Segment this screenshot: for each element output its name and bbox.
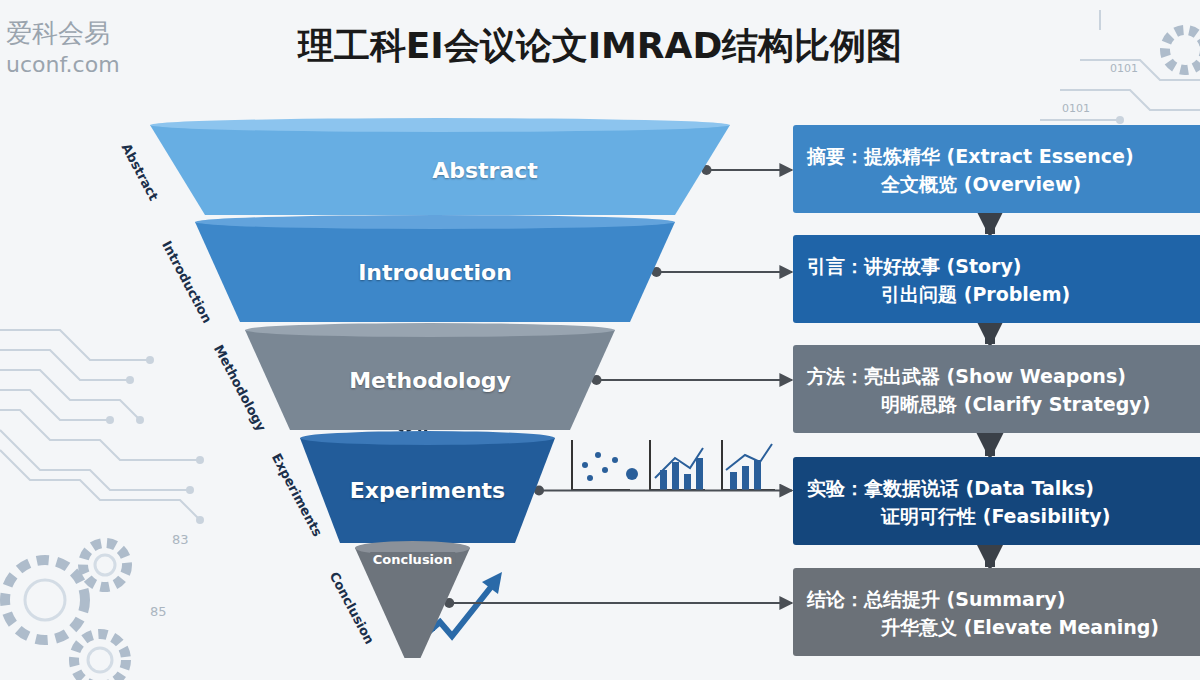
background-digits: 0101 (1062, 102, 1090, 115)
watermark: uconf.com (6, 52, 120, 77)
connector (990, 213, 991, 234)
band-rim (195, 215, 675, 229)
connector (990, 433, 991, 456)
band-rim (150, 118, 730, 132)
band-rim (245, 323, 615, 337)
connector-line (535, 490, 792, 492)
band-label: Experiments (350, 478, 505, 503)
connector-line (703, 169, 793, 171)
box-subline: 引出问题 (Problem) (881, 280, 1190, 309)
connector-line (985, 433, 995, 456)
connector-line (445, 602, 792, 604)
gears (5, 30, 1200, 680)
box-subline: 证明可行性 (Feasibility) (881, 502, 1190, 531)
floating-charts (572, 440, 775, 490)
watermark: 爱科会易 (6, 16, 110, 51)
box-heading: 摘要：提炼精华 (Extract Essence) (807, 142, 1190, 171)
background-digits: 83 (172, 532, 189, 547)
circuit-lines (0, 10, 1200, 520)
connector (702, 165, 793, 175)
background-digits: 85 (150, 604, 167, 619)
funnel-band: Abstract (150, 125, 730, 215)
connector (990, 323, 991, 344)
connector-line (985, 323, 995, 344)
background-digits: 0101 (1110, 62, 1138, 75)
connector-line (985, 213, 995, 234)
diagram-title: 理工科EI会议论文IMRAD结构比例图 (0, 22, 1200, 71)
band-label: Introduction (358, 260, 512, 285)
connector-line (653, 271, 793, 273)
band-label: Methodology (349, 368, 511, 393)
connector-line (593, 379, 793, 381)
band-outline (245, 330, 615, 430)
description-box: 摘要：提炼精华 (Extract Essence)全文概览 (Overview) (793, 125, 1200, 213)
box-heading: 引言：讲好故事 (Story) (807, 252, 1190, 281)
description-box: 结论：总结提升 (Summary)升华意义 (Elevate Meaning) (793, 568, 1200, 656)
connector (444, 598, 792, 608)
description-box: 引言：讲好故事 (Story)引出问题 (Problem) (793, 235, 1200, 323)
description-box: 方法：亮出武器 (Show Weapons)明晰思路 (Clarify Stra… (793, 345, 1200, 433)
band-outline (195, 222, 675, 322)
box-heading: 实验：拿数据说话 (Data Talks) (807, 474, 1190, 503)
box-subline: 全文概览 (Overview) (881, 170, 1190, 199)
side-label: Abstract (119, 141, 162, 203)
band-outline (150, 125, 730, 215)
side-label: Conclusion (327, 569, 378, 646)
box-subline: 升华意义 (Elevate Meaning) (881, 613, 1190, 642)
funnel-band: Introduction (195, 222, 675, 322)
band-label: Abstract (432, 158, 538, 183)
connector (592, 375, 793, 385)
side-label: Introduction (159, 238, 215, 325)
band-outline (300, 438, 555, 543)
connector-line (985, 545, 995, 567)
connector (990, 545, 991, 567)
band-rim (300, 431, 555, 445)
description-box: 实验：拿数据说话 (Data Talks)证明可行性 (Feasibility) (793, 457, 1200, 545)
box-subline: 明晰思路 (Clarify Strategy) (881, 390, 1190, 419)
connector (652, 267, 793, 277)
box-heading: 方法：亮出武器 (Show Weapons) (807, 362, 1190, 391)
connector (534, 486, 792, 496)
box-heading: 结论：总结提升 (Summary) (807, 585, 1190, 614)
funnel-band: Methodology (245, 330, 615, 430)
band-label: Conclusion (370, 552, 456, 567)
funnel-band: Experiments (300, 438, 555, 543)
